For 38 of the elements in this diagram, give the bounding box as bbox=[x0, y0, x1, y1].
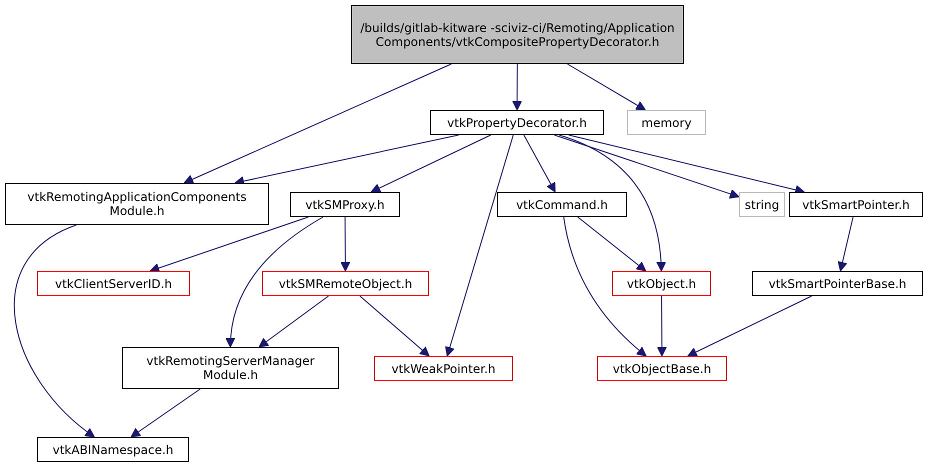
file-box: vtkObject.h bbox=[612, 271, 711, 296]
file-box: string bbox=[739, 192, 785, 217]
arrow bbox=[577, 216, 646, 272]
file-box: vtkSmartPointer.h bbox=[789, 192, 923, 217]
file-box: vtkPropertyDecorator.h bbox=[430, 110, 604, 135]
file-box: vtkABINamespace.h bbox=[37, 437, 189, 462]
file-box: vtkSMProxy.h bbox=[290, 192, 400, 217]
arrow bbox=[445, 134, 514, 356]
file-box: memory bbox=[627, 110, 706, 135]
arrow bbox=[523, 134, 556, 192]
arrow bbox=[359, 296, 430, 356]
file-box: vtkRemotingServerManager Module.h bbox=[122, 347, 339, 389]
arrow bbox=[563, 216, 647, 356]
arrow bbox=[512, 64, 522, 110]
arrow bbox=[558, 134, 666, 272]
arrow bbox=[554, 134, 740, 199]
file-box: vtkSMRemoteObject.h bbox=[262, 271, 429, 296]
arrow bbox=[370, 134, 492, 193]
arrow bbox=[130, 388, 201, 438]
file-box: vtkObjectBase.h bbox=[597, 356, 727, 381]
arrow bbox=[656, 296, 667, 356]
arrow bbox=[687, 296, 812, 357]
file-box: vtkWeakPointer.h bbox=[374, 356, 513, 381]
arrow bbox=[258, 296, 329, 348]
file-box: vtkSmartPointerBase.h bbox=[752, 271, 923, 296]
arrow bbox=[14, 224, 95, 438]
arrow bbox=[340, 216, 350, 272]
file-box: vtkCommand.h bbox=[497, 192, 627, 217]
arrow bbox=[226, 216, 324, 348]
arrow bbox=[184, 64, 452, 184]
arrow bbox=[234, 134, 460, 186]
file-box: /builds/gitlab-kitware -sciviz-ci/Remoting/Application Components/vtkCompositePropertyDecorator.h bbox=[351, 5, 684, 64]
file-box: vtkRemotingApplicationComponents Module.h bbox=[5, 183, 269, 225]
arrow bbox=[566, 64, 646, 110]
file-box: vtkClientServerID.h bbox=[37, 271, 190, 296]
arrow bbox=[568, 134, 805, 195]
arrow bbox=[838, 216, 854, 272]
arrow bbox=[150, 216, 309, 273]
